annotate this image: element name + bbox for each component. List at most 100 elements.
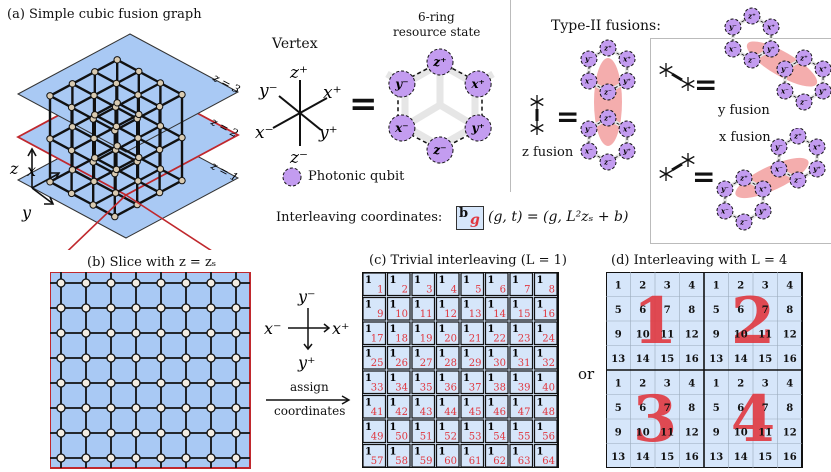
tick-number: 11 — [660, 427, 674, 438]
cell-g-label: 37 — [469, 383, 482, 394]
cell-b-label: 1 — [488, 300, 495, 311]
axis-label-z: z — [9, 159, 19, 178]
tick-number: 16 — [685, 452, 699, 463]
cell-g-label: 20 — [444, 334, 457, 345]
qubit — [388, 114, 416, 142]
qubit-label: y⁻ — [728, 22, 737, 31]
graph-node — [67, 146, 76, 155]
slice-node — [56, 378, 66, 388]
cell-g-label: 5 — [475, 285, 481, 296]
tick-number: 2 — [737, 280, 744, 291]
qubit-label: x⁺ — [622, 54, 631, 63]
tick-number: 3 — [664, 280, 671, 291]
tick-number: 6 — [737, 305, 744, 316]
block-number: 1 — [633, 284, 678, 359]
tick-number: 2 — [639, 280, 646, 291]
interleave-cell — [533, 370, 558, 395]
cell-b-label: 1 — [439, 349, 446, 360]
cell-b-label: 1 — [365, 275, 372, 286]
tick-number: 5 — [615, 305, 622, 316]
cell-b-label: 1 — [488, 349, 495, 360]
qubit — [789, 128, 807, 145]
z-fusion-icon — [530, 95, 544, 135]
graph-node — [46, 92, 54, 100]
cell-b-label: 1 — [537, 300, 544, 311]
slice-node — [231, 328, 241, 338]
tick-number: 11 — [758, 427, 772, 438]
tick-number: 3 — [762, 378, 769, 389]
slice-node — [106, 278, 116, 288]
qubit — [754, 180, 772, 198]
interleave-cell — [362, 296, 387, 321]
tick-number: 7 — [762, 305, 769, 316]
panel-b-title: (b) Slice with z = zₛ — [87, 255, 217, 270]
interleave-cell — [460, 321, 485, 346]
cell-g-label: 12 — [444, 309, 457, 320]
qubit-label: y⁺ — [812, 164, 821, 173]
qubit — [795, 49, 813, 67]
qubit — [789, 171, 807, 189]
qubit-label: z⁻ — [432, 143, 446, 157]
qubit — [464, 114, 492, 142]
vertex-label-y-minus: y⁻ — [258, 81, 278, 101]
qubit-label: z⁺ — [603, 43, 612, 52]
qubit — [724, 18, 742, 36]
tick-number: 8 — [688, 403, 695, 414]
interleave-cell — [411, 345, 436, 370]
graph-node — [135, 67, 143, 76]
qubit — [724, 40, 742, 58]
cell-b-label: 1 — [488, 447, 495, 458]
tick-number: 14 — [636, 452, 650, 463]
slice-node — [181, 403, 191, 413]
vertex-equals: = — [349, 84, 378, 124]
cell-b-label: 1 — [537, 275, 544, 286]
interleave-cell — [509, 419, 534, 444]
cell-b-label: 1 — [414, 398, 421, 409]
qubit — [795, 93, 813, 111]
slice-node — [131, 353, 141, 363]
cell-b-label: 1 — [439, 373, 446, 384]
qubit-label: z⁺ — [432, 55, 446, 69]
interleave-cell — [509, 370, 534, 395]
tick-number: 12 — [685, 427, 699, 438]
y-fusion-icon — [659, 63, 695, 91]
tick-number: 1 — [615, 378, 622, 389]
qubit-label: x⁺ — [818, 64, 827, 73]
slice-node — [81, 403, 91, 413]
tick-number: 1 — [713, 280, 720, 291]
qubit-label: x⁻ — [728, 44, 737, 53]
slice-node — [131, 278, 141, 288]
qubit-label: z⁻ — [739, 217, 748, 226]
cell-b-label: 1 — [537, 398, 544, 409]
slice-node — [131, 453, 141, 463]
interleave-cell — [509, 443, 534, 468]
slice-node — [131, 428, 141, 438]
qubit-label: y⁻ — [780, 64, 789, 73]
or-text: or — [578, 365, 595, 383]
qubit-label: y⁺ — [622, 76, 631, 85]
cell-b-label: 1 — [365, 349, 372, 360]
cell-b-label: 1 — [439, 422, 446, 433]
compass-x-minus: x⁻ — [264, 319, 281, 338]
cell-b-label: 1 — [488, 275, 495, 286]
graph-node — [90, 134, 98, 143]
graph-node — [135, 153, 143, 162]
cell-b-label: 1 — [512, 275, 519, 286]
qubit-label: y⁻ — [394, 77, 408, 91]
cell-g-label: 9 — [377, 309, 383, 320]
interleave-cell — [362, 321, 387, 346]
cell-g-label: 62 — [493, 456, 506, 467]
cell-g-label: 53 — [469, 432, 482, 443]
qubit — [599, 109, 617, 127]
y-fusion-diagram: z⁺x⁺y⁺z⁻x⁻y⁻z⁺x⁺y⁺z⁻x⁻y⁻ — [724, 7, 831, 111]
slice-node — [106, 328, 116, 338]
tick-number: 14 — [636, 354, 650, 365]
interleave-cell — [411, 443, 436, 468]
block-number: 3 — [633, 382, 678, 457]
y-fusion-equals: = — [694, 68, 718, 101]
graph-node — [112, 79, 121, 88]
cell-b-label: 1 — [365, 398, 372, 409]
cell-g-label: 61 — [469, 456, 482, 467]
interleave-cell — [460, 419, 485, 444]
